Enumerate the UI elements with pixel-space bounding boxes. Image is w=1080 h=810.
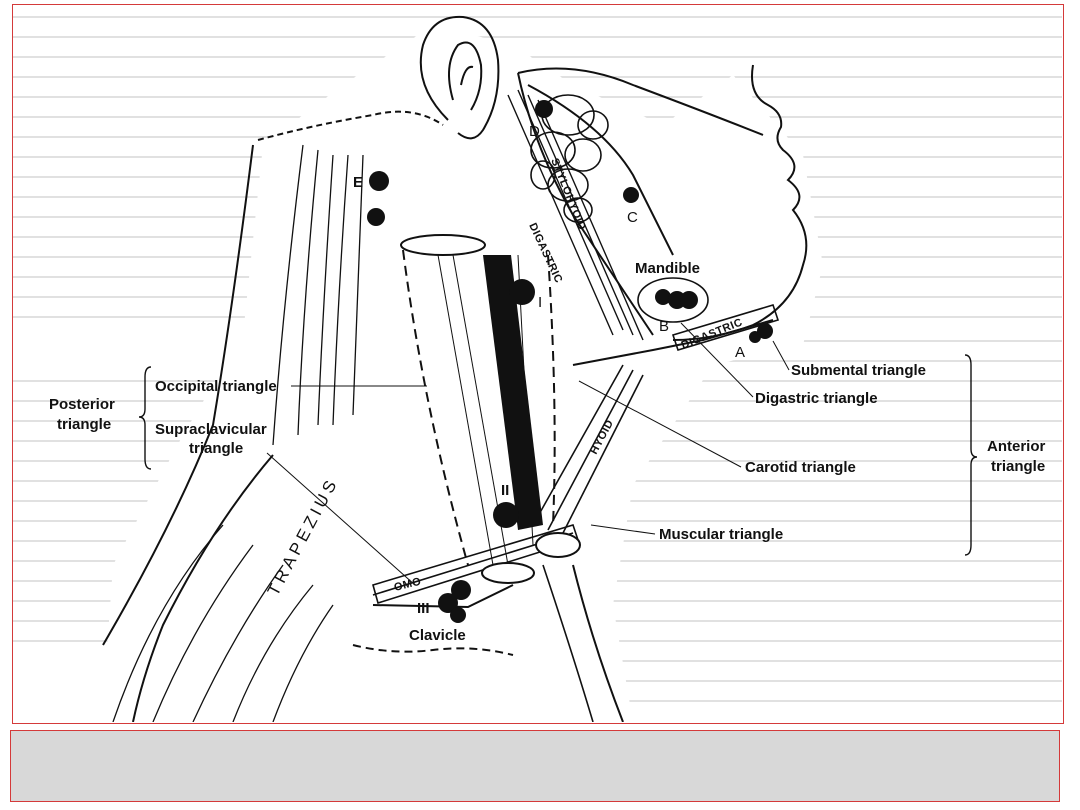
- node-level-II: II: [501, 482, 509, 499]
- label-supraclavicular-line2: triangle: [189, 440, 243, 457]
- label-posterior-line1: Posterior: [49, 396, 115, 413]
- node-dot-A2: [757, 323, 773, 339]
- node-level-I: I: [538, 294, 542, 311]
- node-dot-I: [509, 279, 535, 305]
- label-digastric-triangle: Digastric triangle: [755, 390, 878, 407]
- trapezius-region: [102, 144, 364, 723]
- ear: [419, 15, 500, 140]
- lymph-nodes: [367, 100, 773, 623]
- hyoid-region: [532, 277, 780, 534]
- leader-supraclavicular: [266, 452, 416, 586]
- stylohyoid-digastric-band: [507, 89, 644, 341]
- node-dot-B1: [655, 289, 671, 305]
- node-dot-III2: [451, 580, 471, 600]
- label-carotid-triangle: Carotid triangle: [745, 459, 856, 476]
- drawing-backdrop: [103, 25, 823, 722]
- occipital-scalp: [257, 110, 444, 141]
- label-clavicle: Clavicle: [409, 627, 466, 644]
- label-anterior-line2: triangle: [991, 458, 1045, 475]
- label-muscular-triangle: Muscular triangle: [659, 526, 783, 543]
- brace-posterior: [138, 366, 152, 470]
- node-letter-E: E: [353, 174, 363, 191]
- node-dot-III1: [438, 593, 458, 613]
- label-occipital-triangle: Occipital triangle: [155, 378, 277, 395]
- label-anterior-line1: Anterior: [987, 438, 1046, 455]
- neck-triangles-diagram: D C E B A I II III STYLOHYOID DIGASTRIC …: [13, 15, 1062, 723]
- label-posterior-line2: triangle: [57, 416, 111, 433]
- node-dot-E2: [367, 208, 385, 226]
- leader-muscular: [590, 524, 656, 535]
- node-dot-II: [493, 502, 519, 528]
- label-mandible: Mandible: [635, 260, 700, 277]
- node-letter-A: A: [735, 344, 745, 361]
- node-dot-E1: [369, 171, 389, 191]
- node-dot-III3: [450, 607, 466, 623]
- node-letter-C: C: [627, 209, 638, 226]
- node-dot-C: [623, 187, 639, 203]
- omohyoid-clavicle: [352, 524, 624, 723]
- jugular-vein: [483, 255, 543, 530]
- node-letter-B: B: [659, 318, 669, 335]
- node-letter-D: D: [529, 123, 540, 140]
- node-dot-B3: [680, 291, 698, 309]
- figure-frame: D C E B A I II III STYLOHYOID DIGASTRIC …: [12, 4, 1064, 724]
- node-level-III: III: [417, 600, 430, 617]
- leader-digastric: [680, 322, 754, 398]
- label-supraclavicular-line1: Supraclavicular: [155, 421, 267, 438]
- brace-anterior: [964, 354, 978, 556]
- leader-carotid: [578, 380, 742, 468]
- caption-bar: [10, 730, 1060, 802]
- leader-submental: [772, 340, 790, 371]
- node-dot-D: [535, 100, 553, 118]
- label-submental-triangle: Submental triangle: [791, 362, 926, 379]
